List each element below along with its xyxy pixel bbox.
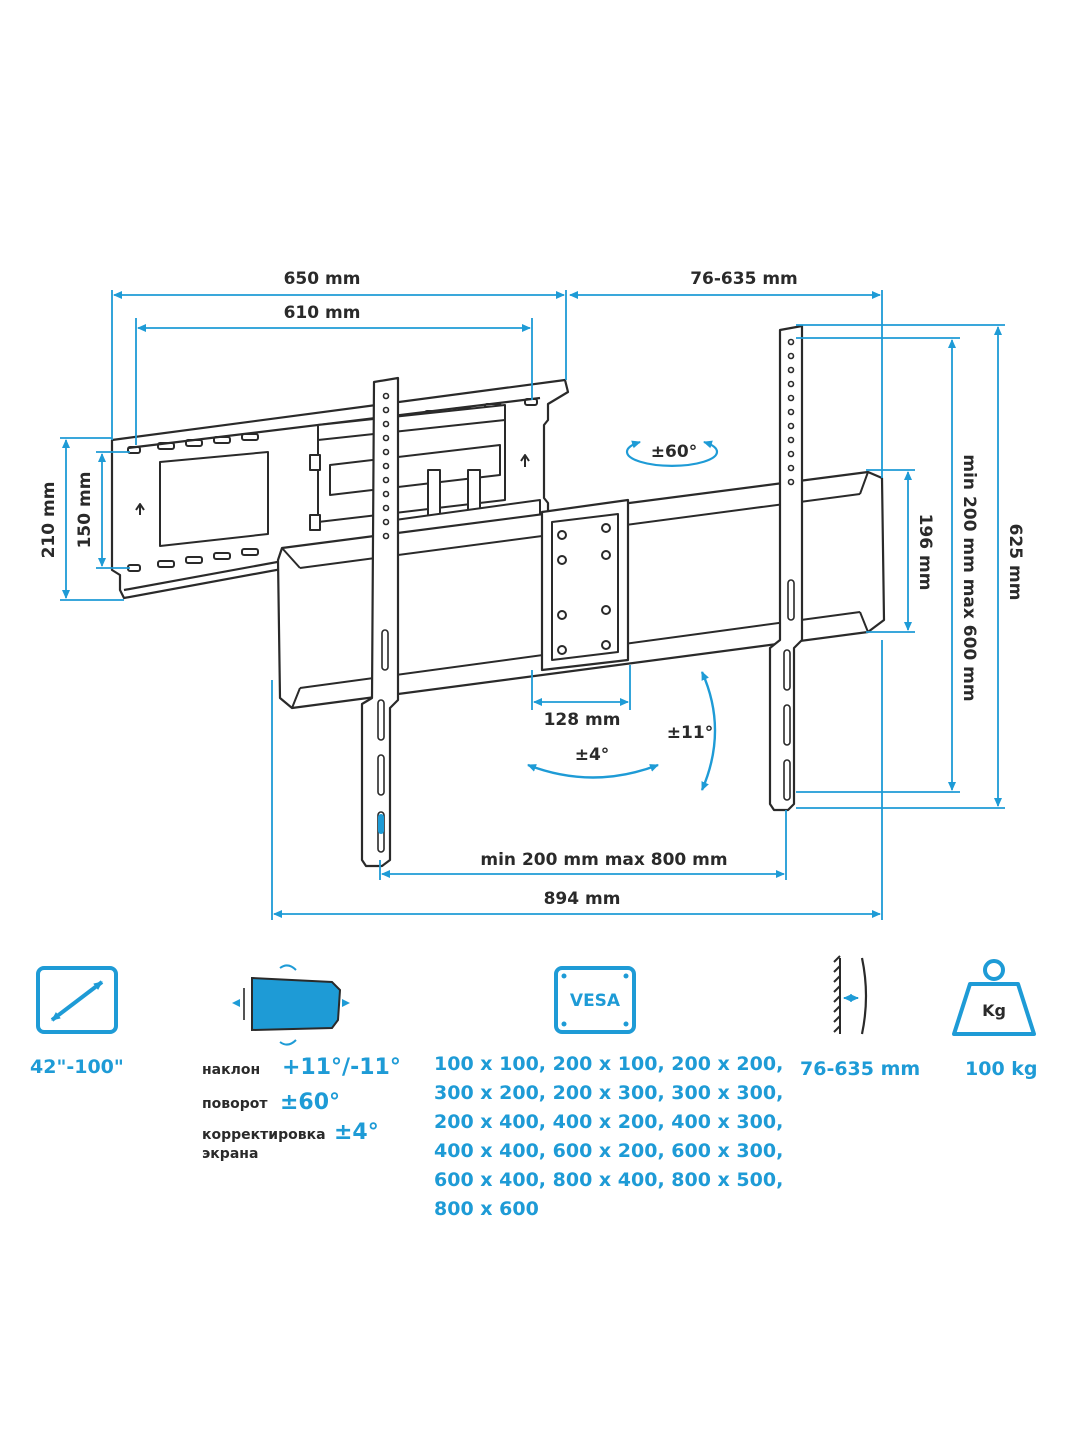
label-level: ±4° — [575, 745, 610, 765]
label-extension: 76-635 mm — [690, 269, 798, 289]
label-horizontal-range: min 200 mm max 800 mm — [480, 850, 727, 870]
weight-badge-text: Kg — [982, 1001, 1006, 1020]
weight-icon: Kg — [952, 959, 1036, 1036]
label-vertical-range: min 200 mm max 600 mm — [959, 454, 979, 701]
label-196: 196 mm — [915, 514, 935, 591]
tilt-arrow-icon — [700, 671, 717, 791]
center-plate-holes — [557, 523, 611, 655]
center-plate — [540, 498, 630, 672]
label-150: 150 mm — [75, 472, 95, 549]
label-tilt: ±11° — [667, 723, 713, 743]
tilt-label: наклон — [202, 1062, 261, 1078]
wall-plate-slots — [127, 398, 538, 572]
level-value: ±4° — [334, 1120, 379, 1145]
vesa-badge-text: VESA — [570, 991, 621, 1011]
label-610: 610 mm — [284, 303, 361, 323]
strap-holes — [377, 338, 795, 853]
label-swivel: ±60° — [651, 442, 697, 462]
tilt-swivel-icon — [232, 964, 350, 1046]
right-vertical-strap — [768, 324, 804, 812]
dimension-labels: 650 mm 76-635 mm 610 mm 210 mm 150 mm ±6… — [39, 269, 1025, 909]
mount-drawing — [110, 324, 886, 868]
screen-size-icon — [36, 966, 118, 1034]
label-650: 650 mm — [284, 269, 361, 289]
swivel-value: ±60° — [280, 1090, 341, 1115]
wall-distance-icon — [833, 955, 868, 1035]
level-label-line2: экрана — [202, 1146, 259, 1162]
dimension-lines — [60, 290, 1005, 920]
wall-distance-text: 76-635 mm — [800, 1058, 921, 1080]
swivel-label: поворот — [202, 1096, 268, 1112]
label-625: 625 mm — [1005, 524, 1025, 601]
label-128: 128 mm — [544, 710, 621, 730]
max-load-text: 100 kg — [965, 1058, 1038, 1080]
left-vertical-strap — [360, 376, 400, 868]
screen-size-text: 42"-100" — [30, 1056, 124, 1078]
level-arrow-icon — [527, 763, 659, 779]
vesa-patterns-list: 100 x 100, 200 x 100, 200 x 200, 300 x 2… — [434, 1053, 784, 1220]
label-894: 894 mm — [544, 889, 621, 909]
swivel-arrow-icon — [625, 440, 719, 467]
label-210: 210 mm — [39, 482, 59, 559]
tilt-value: +11°/-11° — [282, 1055, 401, 1080]
vesa-icon: VESA — [554, 966, 636, 1034]
level-label-line1: корректировка — [202, 1127, 326, 1143]
